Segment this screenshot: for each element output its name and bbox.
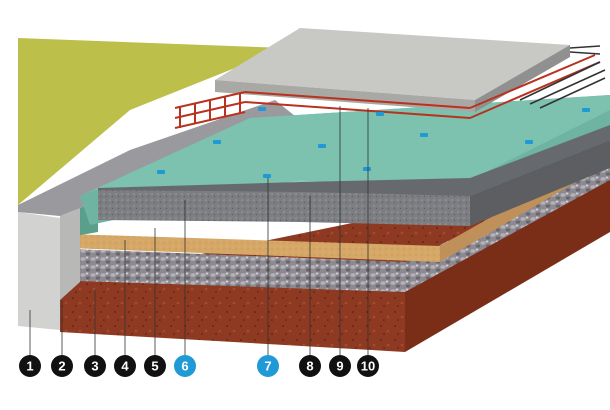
rebar-cage bbox=[174, 54, 601, 129]
soil-side-face bbox=[405, 180, 610, 352]
marker-10-circle bbox=[357, 355, 379, 377]
insulation-top-face bbox=[80, 95, 610, 196]
concrete-slab-top bbox=[215, 28, 570, 100]
rebar-protruding-ends bbox=[519, 45, 606, 109]
marker-2-circle bbox=[51, 355, 73, 377]
marker-3-circle bbox=[84, 355, 106, 377]
marker-legend: 1 2 3 4 5 6 7 8 9 10 bbox=[19, 355, 379, 377]
marker-9-circle bbox=[329, 355, 351, 377]
marker-6-circle bbox=[174, 355, 196, 377]
marker-1-circle bbox=[19, 355, 41, 377]
marker-2-label: 2 bbox=[58, 359, 65, 374]
gravel-front-face bbox=[50, 248, 405, 292]
screed-top bbox=[98, 125, 610, 196]
screed-side-face bbox=[470, 140, 610, 226]
marker-5-circle bbox=[144, 355, 166, 377]
marker-3-label: 3 bbox=[91, 359, 98, 374]
rebar-spacers bbox=[157, 107, 590, 178]
marker-9-label: 9 bbox=[336, 359, 343, 374]
marker-1-label: 1 bbox=[26, 359, 33, 374]
marker-8-label: 8 bbox=[306, 359, 313, 374]
foundation-wall-inner bbox=[60, 208, 80, 300]
grass-surface bbox=[18, 38, 285, 205]
sand-front-face bbox=[68, 234, 440, 262]
soil-front-face bbox=[60, 280, 405, 352]
marker-6-label: 6 bbox=[181, 359, 188, 374]
screed-front-face bbox=[98, 190, 300, 222]
marker-8-circle bbox=[299, 355, 321, 377]
marker-4-label: 4 bbox=[121, 359, 129, 374]
marker-5-label: 5 bbox=[151, 359, 158, 374]
leader-lines bbox=[29, 106, 369, 356]
screed-front-face-right bbox=[300, 192, 470, 226]
marker-7-circle bbox=[257, 355, 279, 377]
foundation-wall-front bbox=[18, 212, 60, 330]
marker-4-circle bbox=[114, 355, 136, 377]
marker-10-label: 10 bbox=[361, 359, 375, 374]
marker-7-label: 7 bbox=[264, 359, 271, 374]
gravel-side-face bbox=[405, 162, 610, 292]
